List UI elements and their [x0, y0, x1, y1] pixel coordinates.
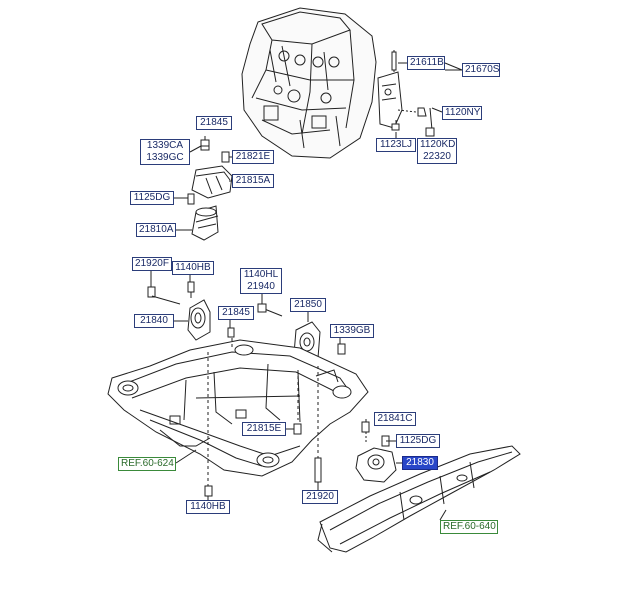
- ref-link-60-624[interactable]: REF.60-624: [118, 457, 176, 471]
- part-label-1140hl-21940[interactable]: 1140HL 21940: [240, 268, 282, 294]
- part-label-1339gc[interactable]: 1339GC: [146, 152, 184, 163]
- part-label-1120ny[interactable]: 1120NY: [442, 106, 482, 120]
- part-label-21810a[interactable]: 21810A: [136, 223, 176, 237]
- part-label-1339ca-1339gc[interactable]: 1339CA 1339GC: [140, 139, 190, 165]
- engine-block: [241, 7, 377, 159]
- left-lower-mount: [147, 281, 235, 341]
- part-label-21850[interactable]: 21850: [290, 298, 326, 312]
- part-label-1120kd-22320[interactable]: 1120KD 22320: [417, 138, 457, 164]
- part-label-21815a[interactable]: 21815A: [232, 174, 274, 188]
- part-label-21815e[interactable]: 21815E: [242, 422, 286, 436]
- part-label-22320[interactable]: 22320: [423, 151, 451, 162]
- part-label-1339gb[interactable]: 1339GB: [330, 324, 374, 338]
- transmission-mount: [355, 421, 397, 483]
- part-label-21840[interactable]: 21840: [134, 314, 174, 328]
- part-label-21920[interactable]: 21920: [302, 490, 338, 504]
- part-label-1125dg-lower[interactable]: 1125DG: [396, 434, 440, 448]
- part-label-1125dg-upper[interactable]: 1125DG: [130, 191, 174, 205]
- left-upper-mount: [187, 139, 233, 241]
- part-label-1140hb-lower[interactable]: 1140HB: [186, 500, 230, 514]
- part-label-1140hl[interactable]: 1140HL: [243, 269, 279, 280]
- ref-link-60-640[interactable]: REF.60-640: [440, 520, 498, 534]
- part-label-21845-lower[interactable]: 21845: [218, 306, 254, 320]
- part-label-21845-upper[interactable]: 21845: [196, 116, 232, 130]
- part-label-21940[interactable]: 21940: [247, 281, 275, 292]
- part-label-21830-highlighted[interactable]: 21830: [402, 456, 438, 470]
- part-label-21841c[interactable]: 21841C: [374, 412, 416, 426]
- part-label-1339ca[interactable]: 1339CA: [146, 140, 184, 151]
- part-label-21920f[interactable]: 21920F: [132, 257, 172, 271]
- part-label-1123lj[interactable]: 1123LJ: [376, 138, 416, 152]
- subframe: [107, 339, 369, 477]
- part-label-21821e[interactable]: 21821E: [232, 150, 274, 164]
- frame-rail: [317, 445, 521, 553]
- part-label-1140hb-upper[interactable]: 1140HB: [172, 261, 214, 275]
- part-label-21670s[interactable]: 21670S: [462, 63, 500, 77]
- part-label-21611b[interactable]: 21611B: [407, 56, 445, 70]
- part-label-1120kd[interactable]: 1120KD: [420, 139, 456, 150]
